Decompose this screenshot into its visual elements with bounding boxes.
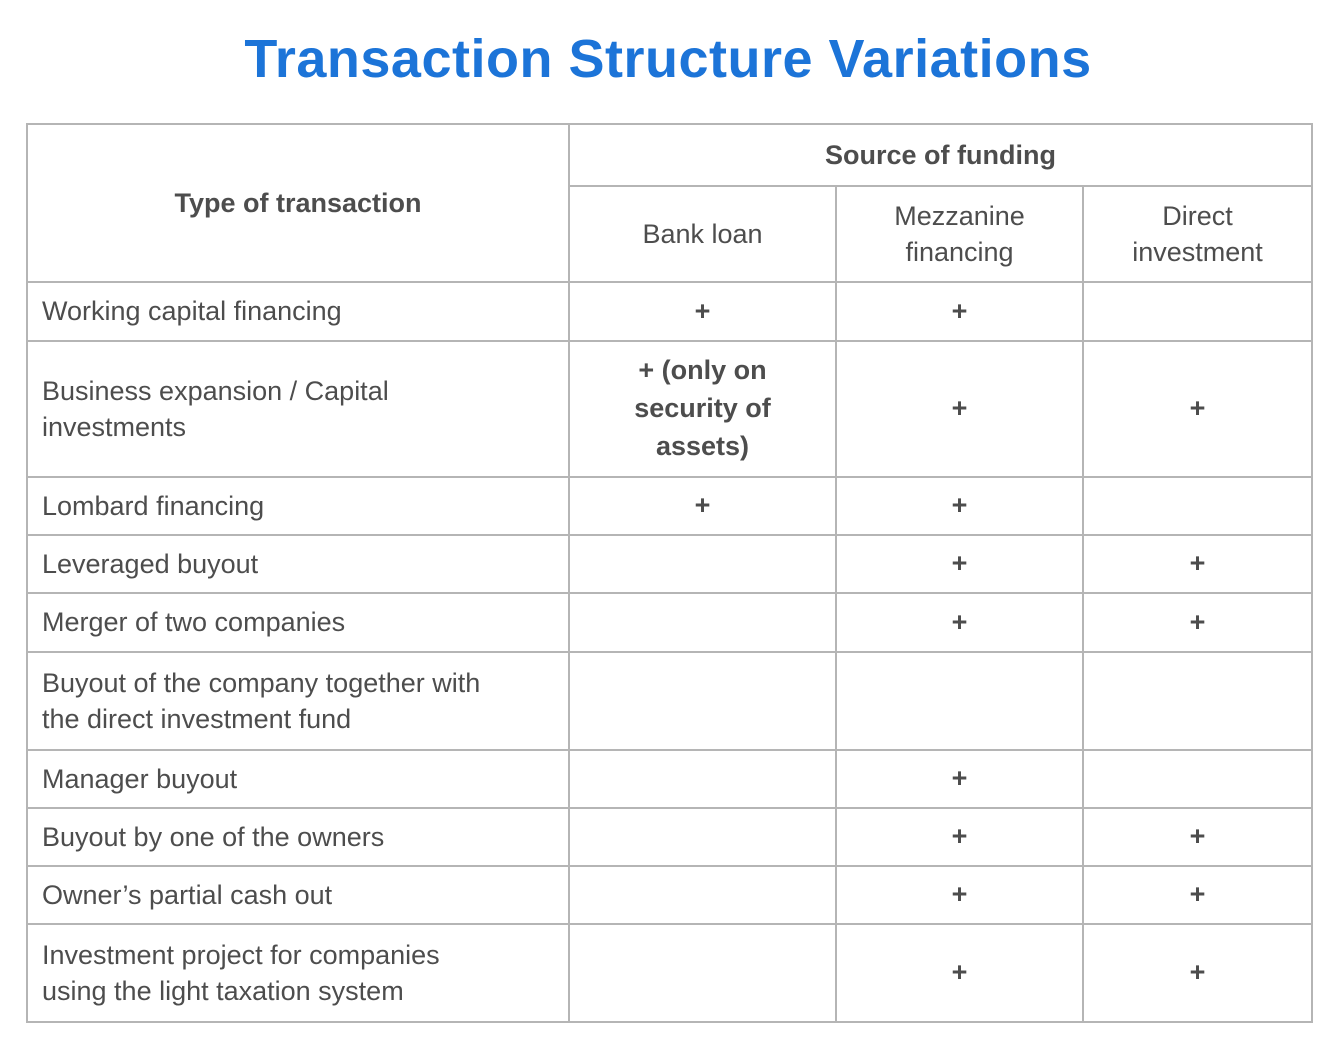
cell-direct-investment: + bbox=[1081, 340, 1314, 478]
table-row: Leveraged buyout + + bbox=[26, 534, 1314, 594]
cell-mezzanine-financing: + bbox=[835, 340, 1084, 478]
cell-direct-investment bbox=[1081, 651, 1314, 751]
cell-direct-investment: + bbox=[1081, 592, 1314, 653]
cell-direct-investment: + bbox=[1081, 534, 1314, 594]
table-row: Buyout of the company together with the … bbox=[26, 651, 1314, 751]
cell-mezzanine-financing: + bbox=[835, 476, 1084, 536]
table-row: Buyout by one of the owners + + bbox=[26, 807, 1314, 867]
table-row: Business expansion / Capital investments… bbox=[26, 340, 1314, 478]
row-label: Leveraged buyout bbox=[26, 534, 570, 594]
table-row: Manager buyout + bbox=[26, 749, 1314, 809]
cell-mezzanine-financing bbox=[835, 651, 1084, 751]
cell-mezzanine-financing: + bbox=[835, 865, 1084, 925]
cell-direct-investment: + bbox=[1081, 923, 1314, 1023]
cell-bank-loan bbox=[568, 534, 837, 594]
row-label: Manager buyout bbox=[26, 749, 570, 809]
cell-bank-loan bbox=[568, 807, 837, 867]
row-label: Working capital financing bbox=[26, 281, 570, 342]
row-label: Investment project for companies using t… bbox=[26, 923, 570, 1023]
column-header-direct-investment: Direct investment bbox=[1081, 185, 1314, 283]
cell-direct-investment bbox=[1081, 476, 1314, 536]
row-label: Merger of two companies bbox=[26, 592, 570, 653]
cell-direct-investment: + bbox=[1081, 807, 1314, 867]
cell-bank-loan: + (only on security of assets) bbox=[568, 340, 837, 478]
header-row-group: Type of transaction Source of funding bbox=[26, 123, 1314, 283]
cell-bank-loan: + bbox=[568, 476, 837, 536]
cell-mezzanine-financing: + bbox=[835, 534, 1084, 594]
row-label: Owner’s partial cash out bbox=[26, 865, 570, 925]
cell-mezzanine-financing: + bbox=[835, 281, 1084, 342]
cell-bank-loan bbox=[568, 651, 837, 751]
cell-bank-loan: + bbox=[568, 281, 837, 342]
header-row-sub: Bank loan Mezzanine financing Direct inv… bbox=[27, 185, 1314, 283]
page-title: Transaction Structure Variations bbox=[244, 29, 1092, 89]
row-label: Buyout of the company together with the … bbox=[26, 651, 570, 751]
cell-mezzanine-financing: + bbox=[835, 592, 1084, 653]
cell-direct-investment bbox=[1081, 749, 1314, 809]
table-row: Working capital financing + + bbox=[26, 281, 1314, 342]
cell-mezzanine-financing: + bbox=[835, 923, 1084, 1023]
cell-mezzanine-financing: + bbox=[835, 749, 1084, 809]
column-header-mezzanine-financing: Mezzanine financing bbox=[835, 185, 1084, 283]
cell-bank-loan bbox=[568, 923, 837, 1023]
column-group-header-source-of-funding: Source of funding bbox=[567, 123, 1314, 187]
column-header-type-of-transaction: Type of transaction bbox=[26, 123, 570, 283]
row-label: Lombard financing bbox=[26, 476, 570, 536]
transaction-structure-table: Type of transaction Source of funding Ba… bbox=[26, 123, 1314, 1023]
table-row: Lombard financing + + bbox=[26, 476, 1314, 536]
table-row: Owner’s partial cash out + + bbox=[26, 865, 1314, 925]
cell-bank-loan bbox=[568, 749, 837, 809]
row-label: Business expansion / Capital investments bbox=[26, 340, 570, 478]
cell-direct-investment: + bbox=[1081, 865, 1314, 925]
cell-mezzanine-financing: + bbox=[835, 807, 1084, 867]
cell-direct-investment bbox=[1081, 281, 1314, 342]
column-header-bank-loan: Bank loan bbox=[568, 185, 837, 283]
table-row: Investment project for companies using t… bbox=[26, 923, 1314, 1023]
row-label: Buyout by one of the owners bbox=[26, 807, 570, 867]
cell-bank-loan bbox=[568, 592, 837, 653]
cell-bank-loan bbox=[568, 865, 837, 925]
table-row: Merger of two companies + + bbox=[26, 592, 1314, 653]
